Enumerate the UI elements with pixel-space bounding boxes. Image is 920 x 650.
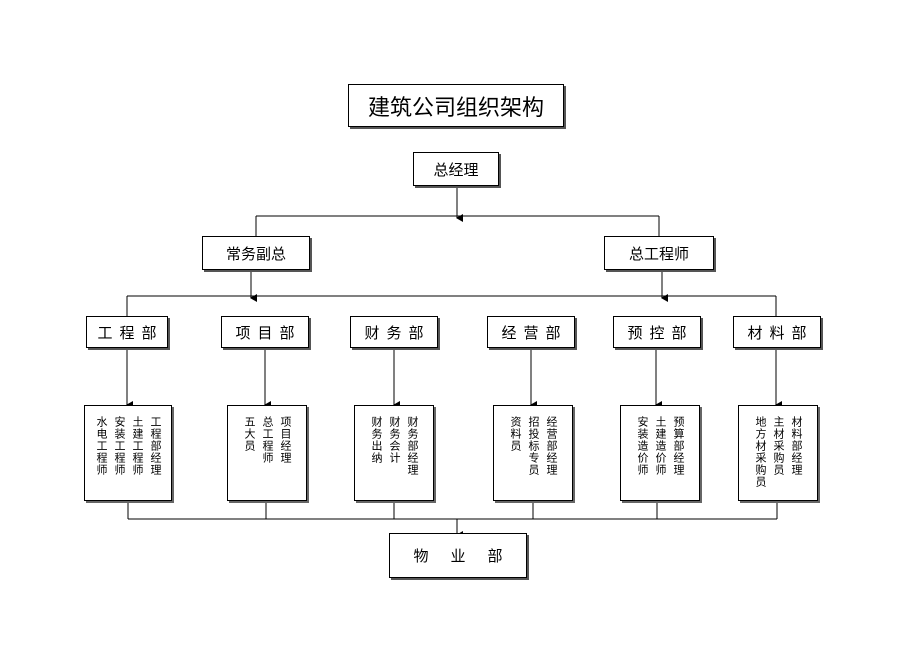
dept-materials: 材料部 — [733, 316, 821, 348]
dept-business-label: 经营部 — [501, 323, 568, 342]
staff-engineering-4: 水电工程师 — [95, 416, 108, 476]
dept-finance: 财务部 — [350, 316, 438, 348]
staff-business-3: 资料员 — [509, 416, 522, 452]
dept-project-label: 项目部 — [235, 323, 302, 342]
node-general-manager-label: 总经理 — [433, 160, 479, 179]
staff-project-3: 五大员 — [243, 416, 256, 452]
chart-title: 建筑公司组织架构 — [348, 84, 564, 127]
staff-box-project: 项目经理 总工程师 五大员 — [227, 405, 307, 501]
dept-engineering: 工程部 — [86, 316, 168, 348]
dept-project: 项目部 — [221, 316, 309, 348]
node-chief-engineer-label: 总工程师 — [628, 244, 689, 263]
staff-engineering-3: 安装工程师 — [113, 416, 126, 476]
node-property-dept-label: 物业部 — [413, 547, 525, 565]
staff-business-2: 招投标专员 — [527, 416, 540, 476]
staff-materials-3: 地方材采购员 — [754, 416, 767, 488]
staff-project-2: 总工程师 — [261, 416, 274, 464]
dept-business: 经营部 — [487, 316, 575, 348]
staff-finance-1: 财务部经理 — [406, 416, 419, 476]
node-chief-engineer: 总工程师 — [604, 236, 714, 270]
staff-project-1: 项目经理 — [279, 416, 292, 464]
staff-business-1: 经营部经理 — [545, 416, 558, 476]
staff-engineering-2: 土建工程师 — [131, 416, 144, 476]
dept-cost-control: 预控部 — [613, 316, 701, 348]
staff-box-engineering: 工程部经理 土建工程师 安装工程师 水电工程师 — [84, 405, 172, 501]
staff-materials-1: 材料部经理 — [790, 416, 803, 476]
chart-title-text: 建筑公司组织架构 — [367, 95, 544, 121]
staff-cost-control-1: 预算部经理 — [672, 416, 685, 476]
staff-box-materials: 材料部经理 主材采购员 地方材采购员 — [738, 405, 818, 501]
dept-cost-control-label: 预控部 — [627, 323, 694, 342]
staff-box-business: 经营部经理 招投标专员 资料员 — [493, 405, 573, 501]
staff-engineering-1: 工程部经理 — [149, 416, 162, 476]
dept-finance-label: 财务部 — [364, 323, 431, 342]
node-executive-vp-label: 常务副总 — [225, 244, 286, 263]
node-general-manager: 总经理 — [413, 152, 499, 186]
staff-materials-2: 主材采购员 — [772, 416, 785, 476]
staff-finance-3: 财务出纳 — [370, 416, 383, 464]
staff-cost-control-2: 土建造价师 — [654, 416, 667, 476]
dept-engineering-label: 工程部 — [97, 323, 164, 342]
staff-box-finance: 财务部经理 财务会计 财务出纳 — [354, 405, 434, 501]
staff-finance-2: 财务会计 — [388, 416, 401, 464]
dept-materials-label: 材料部 — [747, 323, 814, 342]
staff-cost-control-3: 安装造价师 — [636, 416, 649, 476]
node-property-dept: 物业部 — [389, 533, 527, 578]
staff-box-cost-control: 预算部经理 土建造价师 安装造价师 — [620, 405, 700, 501]
node-executive-vp: 常务副总 — [202, 236, 310, 270]
